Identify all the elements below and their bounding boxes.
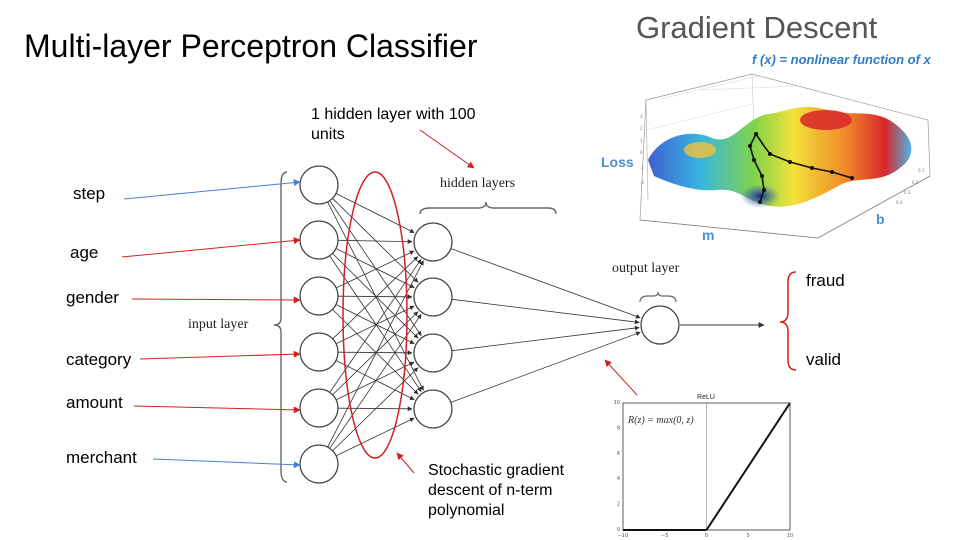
network-connections: [327, 193, 641, 457]
loss-surface: [648, 106, 912, 207]
edge-h1-out: [451, 298, 640, 325]
output-brace: [639, 291, 677, 303]
gradient-descent-subtitle: f (x) = nonlinear function of x: [752, 52, 931, 67]
edge-in5-h0: [327, 260, 424, 448]
sgd-note: Stochastic gradient descent of n-term po…: [428, 462, 565, 519]
svg-text:0: 0: [640, 150, 643, 155]
slide-title: Multi-layer Perceptron Classifier: [24, 28, 478, 64]
input-neuron-3: [299, 332, 339, 372]
relu-formula: R(z) = max(0, z): [627, 415, 694, 426]
edge-in2-h1: [337, 294, 413, 300]
relu-y-tick: 2: [617, 502, 620, 508]
edge-in4-h3: [337, 406, 413, 412]
edge-in2-h2: [335, 304, 415, 344]
relu-x-tick: 0: [705, 533, 708, 539]
hidden-layer-note: 1 hidden layer with 100 units: [311, 106, 476, 143]
m-axis-label: m: [702, 227, 714, 243]
input-neuron-0: [299, 165, 339, 205]
relu-title: ReLU: [697, 394, 715, 401]
input-label-category: category: [66, 350, 132, 369]
arrow-hidden-note: [419, 129, 475, 169]
edge-in3-h1: [335, 305, 415, 345]
edge-h3-out: [450, 331, 641, 403]
relu-x-tick: −5: [661, 533, 668, 539]
hidden-brace: [419, 201, 557, 215]
gradient-descent-title: Gradient Descent: [636, 10, 878, 45]
relu-y-tick: 6: [617, 451, 620, 457]
input-neuron-4: [299, 388, 339, 428]
svg-text:3: 3: [640, 114, 643, 119]
output-curly-brace: [779, 271, 797, 371]
edge-in0-h1: [332, 198, 419, 283]
edge-in1-h3: [329, 255, 422, 392]
descent-path-2: [749, 133, 765, 203]
relu-y-tick: 8: [617, 425, 620, 431]
relu-x-tick: −10: [618, 533, 629, 539]
edge-in0-h0: [335, 193, 415, 233]
svg-text:-2: -2: [640, 180, 644, 185]
arrow-sgd-note: [396, 452, 415, 474]
output-neuron: [640, 305, 680, 345]
relu-y-tick: 10: [614, 400, 620, 406]
input-label-step: step: [73, 184, 106, 203]
arrow-step: [123, 179, 301, 200]
arrow-merchant: [152, 458, 301, 469]
input-label-merchant: merchant: [66, 448, 137, 467]
edge-h2-out: [451, 325, 640, 352]
edge-in1-h1: [335, 248, 415, 288]
input-neuron-1: [299, 220, 339, 260]
network-neurons: [299, 165, 680, 484]
svg-text:0.3: 0.3: [904, 190, 911, 195]
arrow-gender: [131, 296, 301, 304]
input-neuron-5: [299, 444, 339, 484]
svg-text:1: 1: [640, 138, 643, 143]
input-label-age: age: [70, 243, 99, 262]
svg-text:0.1: 0.1: [918, 168, 925, 173]
svg-text:0.4: 0.4: [896, 200, 903, 205]
arrow-amount: [133, 405, 301, 414]
edge-in1-h2: [332, 253, 419, 339]
loss-axis-label: Loss: [601, 154, 634, 170]
input-neuron-2: [299, 276, 339, 316]
hidden-layers-label: hidden layers: [440, 176, 516, 191]
input-label-amount: amount: [66, 393, 123, 412]
relu-y-tick: 4: [617, 476, 620, 482]
edge-in4-h2: [335, 361, 415, 401]
hidden-neuron-2: [413, 333, 453, 373]
svg-text:0.2: 0.2: [912, 180, 919, 185]
edge-in1-h0: [337, 239, 413, 244]
output-label-fraud: fraud: [806, 271, 845, 290]
edge-in3-h2: [337, 350, 413, 356]
edge-in3-h0: [332, 256, 419, 340]
relu-plot: ReLU R(z) = max(0, z) −10 −5 0 5 10 0 2 4 6 8 10: [614, 394, 794, 539]
weights-ellipse: [342, 171, 408, 459]
input-layer-label: input layer: [188, 317, 249, 332]
relu-x-tick: 10: [787, 533, 793, 539]
arrow-relu: [604, 359, 638, 396]
relu-x-tick: 5: [747, 533, 750, 539]
relu-y-tick: 0: [617, 527, 620, 533]
input-label-gender: gender: [66, 288, 119, 307]
loss-surface-plot: 3 2 1 0 -1 -2 0.1 0.20.30.4: [639, 73, 931, 239]
svg-text:-1: -1: [640, 166, 644, 171]
hidden-neuron-1: [413, 277, 453, 317]
svg-text:2: 2: [640, 126, 643, 131]
output-layer-label: output layer: [612, 261, 680, 276]
hidden-neuron-0: [413, 222, 453, 262]
edge-h0-out: [450, 248, 641, 319]
arrow-age: [121, 237, 301, 258]
output-label-valid: valid: [806, 350, 841, 369]
hidden-neuron-3: [413, 389, 453, 429]
relu-line-ramp: [705, 402, 791, 531]
edge-in2-h0: [335, 250, 415, 289]
arrow-category: [139, 350, 301, 360]
b-axis-label: b: [876, 211, 885, 227]
edge-in5-h3: [335, 417, 415, 457]
input-brace: [273, 171, 288, 483]
